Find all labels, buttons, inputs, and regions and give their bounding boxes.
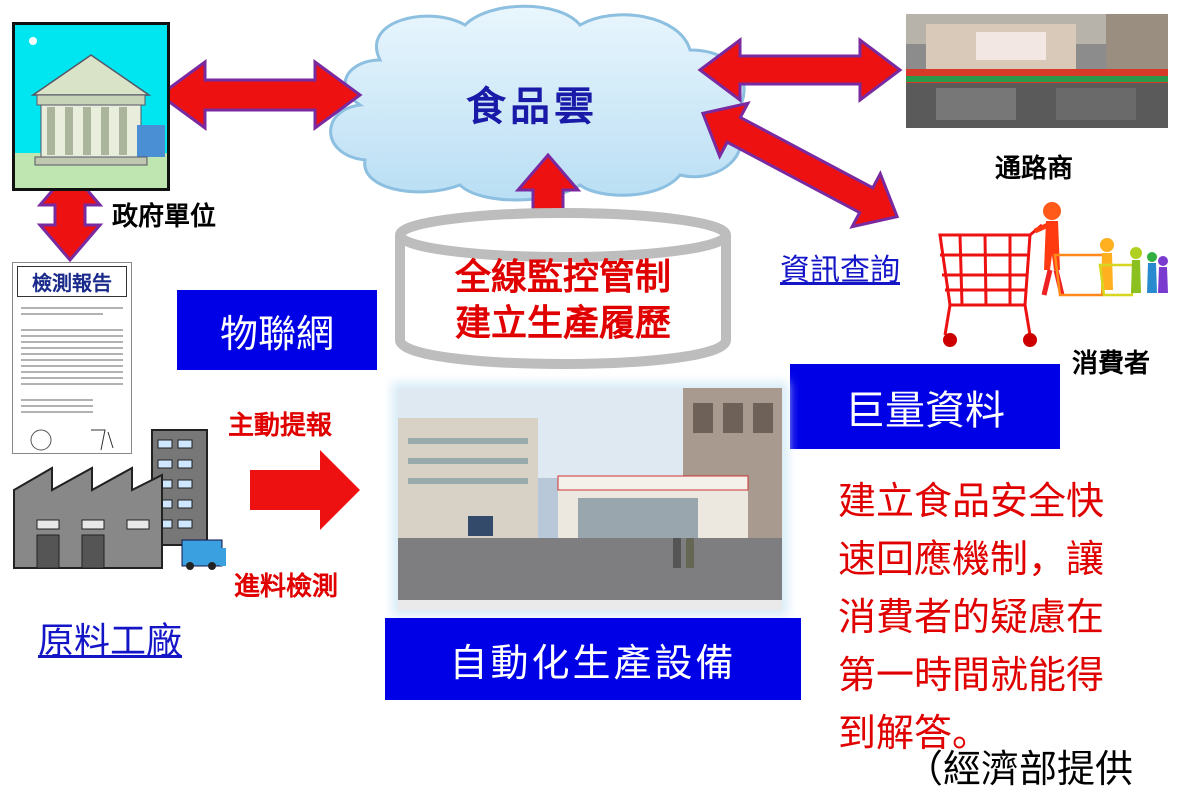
report-content-lines [21, 307, 123, 451]
incoming-inspection-label: 進料檢測 [234, 572, 339, 602]
food-cloud-shape [329, 4, 746, 202]
description-line-1: 建立食品安全快 [838, 479, 1105, 523]
factory-image [12, 420, 227, 570]
monitor-line-2: 建立生產履歷 [454, 303, 671, 344]
consumer-label: 消費者 [1072, 349, 1151, 379]
monitor-text: 全線監控管制 建立生產履歷 [410, 255, 716, 347]
description-line-3: 消費者的疑慮在 [838, 595, 1105, 639]
description-line-5: 到解答。 [838, 711, 991, 755]
database-cylinder [395, 208, 731, 369]
consumer-shopping-carts-image [930, 195, 1170, 355]
info-inquiry-link[interactable]: 資訊查詢 [780, 253, 900, 288]
description-line-4: 第一時間就能得 [838, 653, 1105, 697]
description-text: 建立食品安全快 速回應機制，讓 消費者的疑慮在 第一時間就能得 到解答。 [838, 472, 1104, 762]
source-credit: （經濟部提供 [905, 747, 1134, 791]
government-label: 政府單位 [112, 202, 217, 232]
proactive-report-label: 主動提報 [228, 411, 333, 441]
production-facility-photo [398, 388, 782, 610]
iot-box: 物聯網 [177, 290, 377, 370]
automated-production-box: 自動化生產設備 [385, 618, 801, 700]
government-building-image [12, 22, 170, 191]
food-cloud-label: 食品雲 [466, 83, 598, 130]
description-line-2: 速回應機制，讓 [838, 537, 1105, 581]
monitor-line-1: 全線監控管制 [454, 257, 671, 298]
arrow-cloud-retailer [697, 37, 903, 103]
arrow-cloud-consumer [700, 101, 900, 229]
report-title: 檢測報告 [17, 266, 127, 297]
arrow-gov-report [36, 167, 104, 263]
retailer-storefront-image [906, 14, 1168, 128]
big-data-box: 巨量資料 [790, 364, 1060, 449]
arrow-factory-production [250, 450, 360, 530]
arrow-gov-cloud [157, 59, 363, 131]
building-icon [15, 37, 167, 188]
inspection-report-image: 檢測報告 [12, 262, 132, 454]
retailer-label: 通路商 [995, 154, 1074, 184]
raw-material-factory-link[interactable]: 原料工廠 [38, 621, 183, 662]
